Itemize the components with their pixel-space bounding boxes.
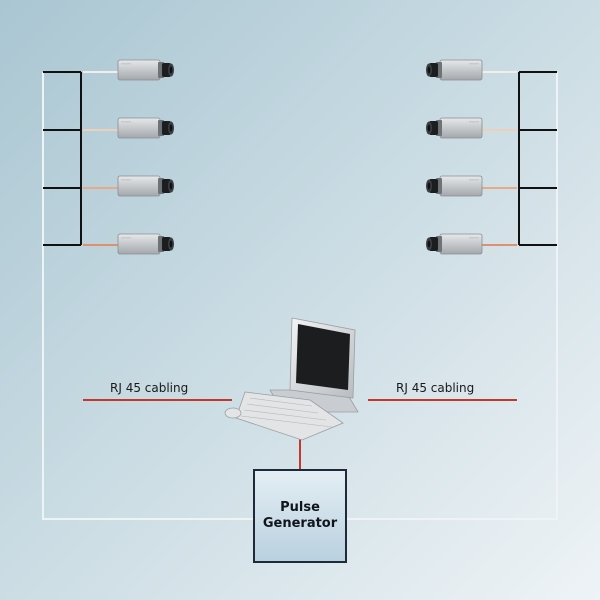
pulse-generator-label-line1: Pulse [280,500,320,515]
ip-camera-icon [425,59,483,81]
desktop-computer-icon [224,317,359,441]
ip-camera-icon [117,117,175,139]
right-cabling-label: RJ 45 cabling [396,381,475,395]
ip-camera-icon [117,175,175,197]
ip-camera-icon [425,175,483,197]
sync-return-wire [42,72,558,520]
ip-camera-icon [425,233,483,255]
right-trigger-wires [518,71,557,246]
left-ethernet-wires [82,71,232,401]
pulse-generator-box: Pulse Generator [253,469,347,563]
left-cabling-label: RJ 45 cabling [110,381,189,395]
left-trigger-wires [43,71,82,246]
pulse-generator-label-line2: Generator [262,516,338,531]
ip-camera-icon [425,117,483,139]
ip-camera-icon [117,59,175,81]
right-ethernet-wires [368,71,518,401]
ip-camera-icon [117,233,175,255]
